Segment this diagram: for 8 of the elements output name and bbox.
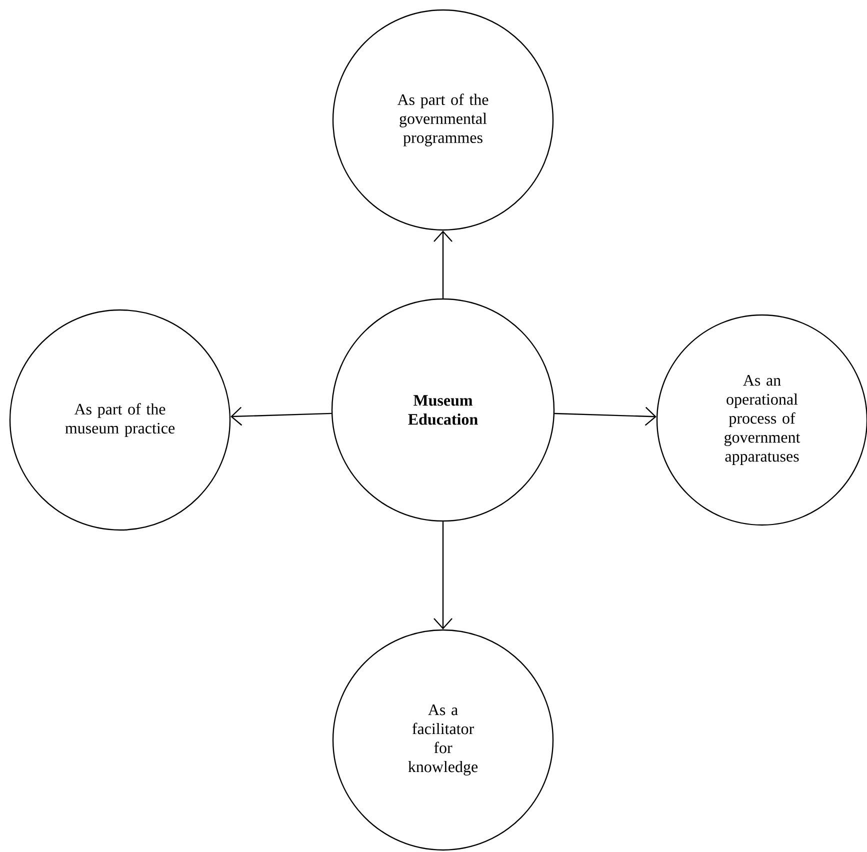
circle-node: As part of the governmental programmes xyxy=(332,9,554,231)
arrow xyxy=(434,230,452,298)
circle-node: As a facilitator for knowledge xyxy=(332,629,554,851)
arrow xyxy=(230,406,332,426)
arrow xyxy=(554,406,656,426)
arrow xyxy=(434,522,452,630)
circle-node: Museum Education xyxy=(331,298,555,522)
circle-node: As part of the museum practice xyxy=(9,309,231,531)
